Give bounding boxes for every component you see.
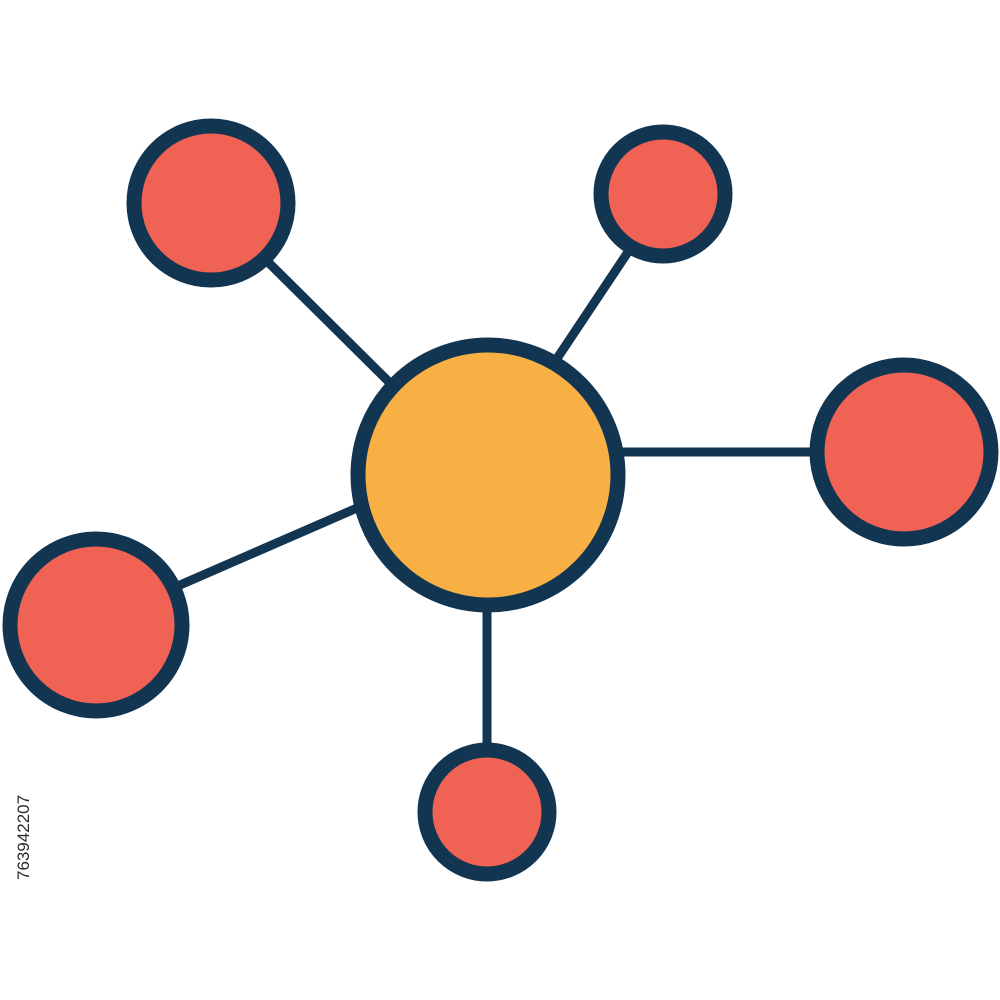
satellite-node-left: [2, 531, 190, 719]
hub-node: [350, 337, 626, 613]
satellite-node-bottom: [417, 742, 557, 882]
connector-line-top-right: [552, 249, 632, 363]
satellite-node-right: [809, 357, 999, 547]
connector-line-left: [178, 503, 359, 590]
nodes: [2, 118, 999, 882]
connector-lines: [178, 249, 815, 752]
stock-id-text: 763942207: [14, 794, 33, 880]
connector-line-top-left: [264, 258, 394, 387]
satellite-node-top-right: [593, 124, 733, 264]
satellite-node-top-left: [126, 118, 296, 288]
